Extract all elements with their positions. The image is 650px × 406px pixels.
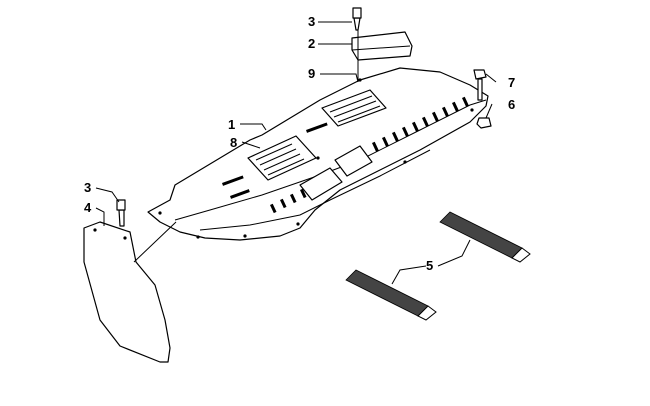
callout-9: 9 [308,66,315,81]
callout-4: 4 [84,200,92,215]
callout-5: 5 [426,258,433,273]
callout-6: 6 [508,97,515,112]
fastener-3-left [116,199,126,227]
traction-grate-5-lower [345,269,437,321]
callout-2: 2 [308,36,315,51]
traction-grate-5-upper [439,211,531,263]
callout-8: 8 [230,135,237,150]
bolt-7 [473,69,487,101]
vent-slots [270,96,469,214]
decal-9 [321,89,387,127]
callout-7: 7 [508,75,515,90]
callout-3-top: 3 [308,14,315,29]
bracket-2 [351,31,413,61]
fastener-3-top [352,7,362,31]
skid-plate [147,67,489,241]
decal-8 [247,135,317,181]
callout-1: 1 [228,117,235,132]
nut-6 [476,117,492,129]
mud-flap-4 [83,221,171,363]
leader-lines [95,21,497,285]
callout-3-left: 3 [84,180,91,195]
